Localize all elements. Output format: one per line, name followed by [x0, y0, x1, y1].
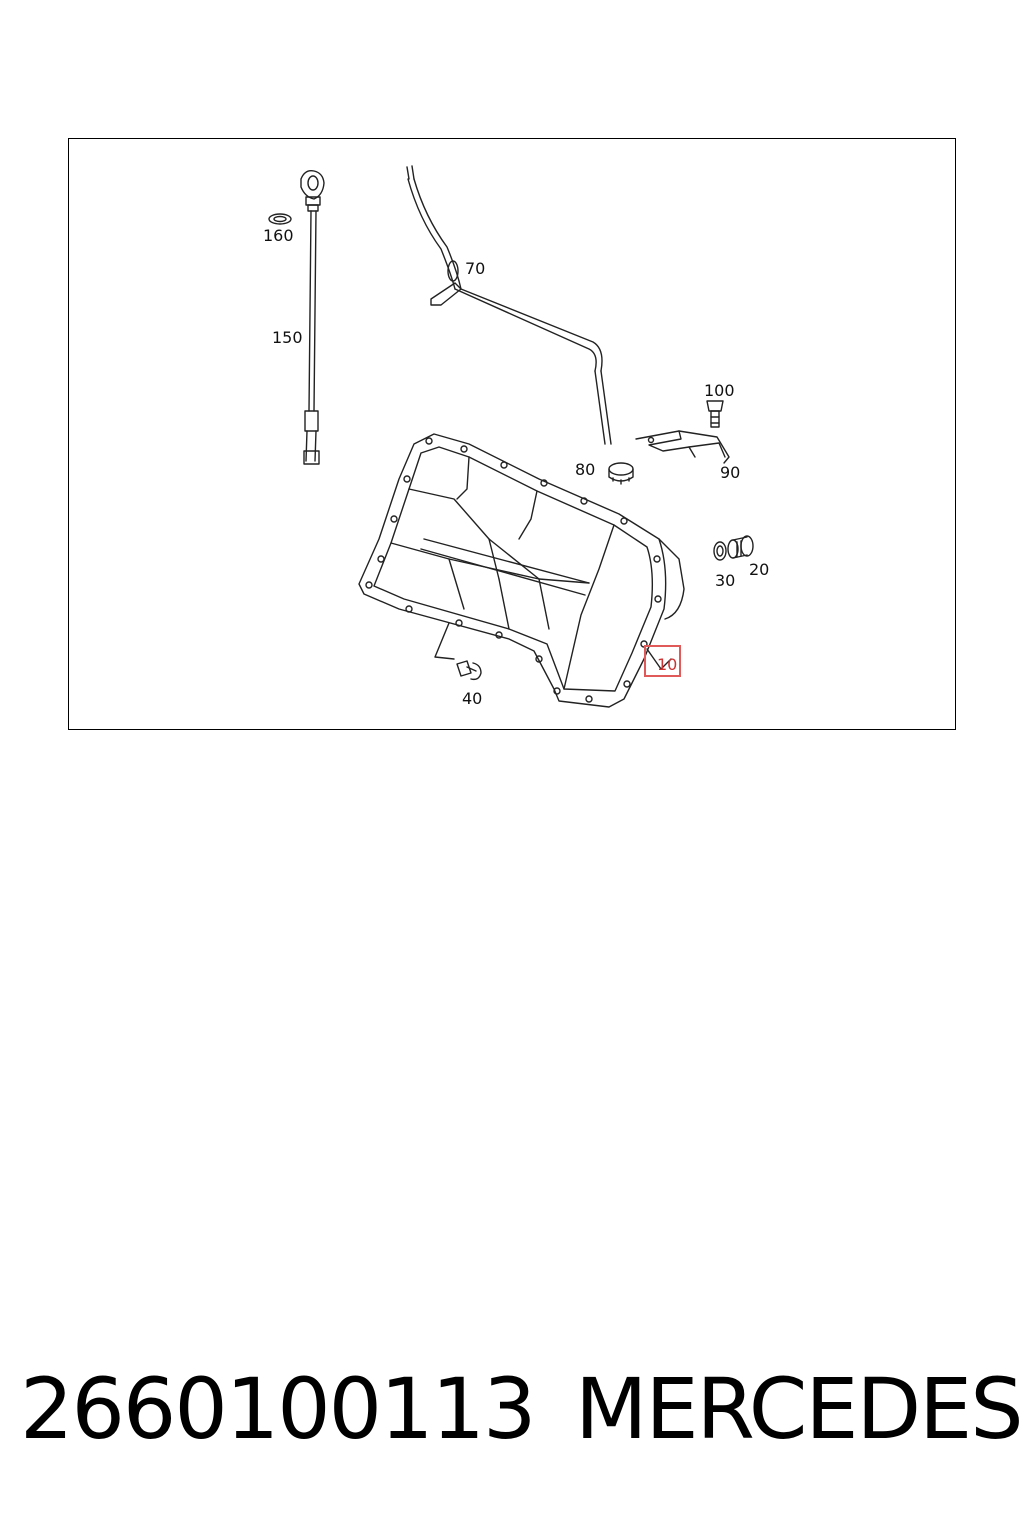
- bolt-part-40: [434, 622, 482, 681]
- parts-diagram-frame: 10 20 30 40 70 80 90 100 150 160: [68, 138, 956, 730]
- plug-part-80: [608, 462, 634, 485]
- callout-90[interactable]: 90: [720, 463, 740, 482]
- callout-80[interactable]: 80: [575, 460, 595, 479]
- callout-10[interactable]: 10: [657, 655, 677, 674]
- bracket-part-90: [635, 430, 730, 464]
- dipstick-part-150: [300, 169, 325, 465]
- brand-name: MERCEDES: [575, 1360, 1024, 1458]
- oil-pan-exploded-diagram: 10 20 30 40 70 80 90 100 150 160: [263, 165, 769, 708]
- oil-pan-part-10: [358, 433, 685, 708]
- footer-caption: 2660100113 MERCEDES: [20, 1360, 1024, 1470]
- callout-160[interactable]: 160: [263, 226, 294, 245]
- part-number: 2660100113: [20, 1360, 536, 1458]
- callout-150[interactable]: 150: [272, 328, 303, 347]
- highlight-box: [644, 645, 681, 677]
- bolt-part-100: [706, 400, 724, 428]
- callout-20[interactable]: 20: [749, 560, 769, 579]
- callout-40[interactable]: 40: [462, 689, 482, 708]
- callout-30[interactable]: 30: [715, 571, 735, 590]
- callout-100[interactable]: 100: [704, 381, 735, 400]
- o-ring-part-160: [268, 213, 292, 225]
- guide-tube-part-70: [406, 165, 612, 445]
- drain-plug-part-20: [727, 535, 754, 559]
- seal-ring-part-30: [713, 541, 727, 561]
- callout-70[interactable]: 70: [465, 259, 485, 278]
